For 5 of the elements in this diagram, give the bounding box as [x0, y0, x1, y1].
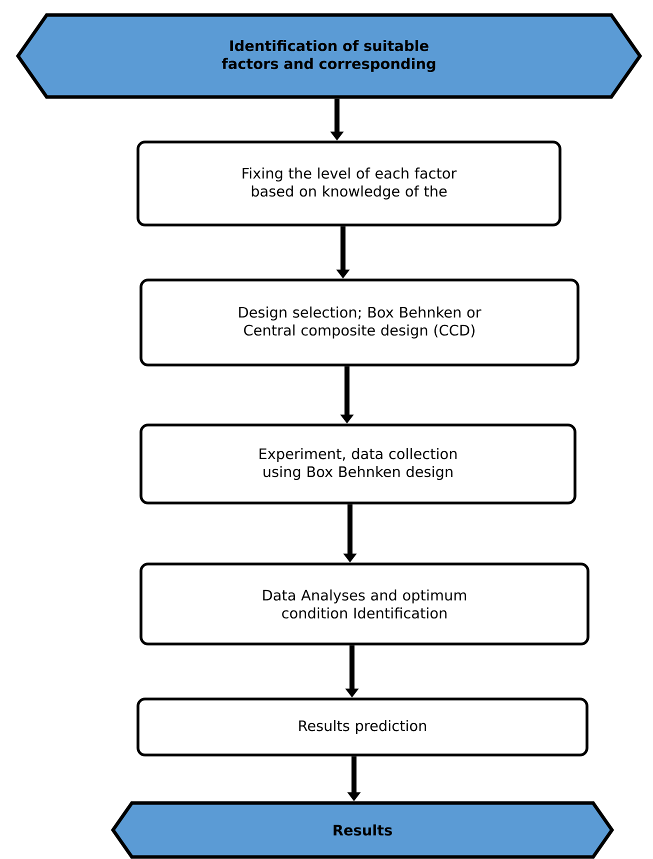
process-box: Data Analyses and optimum condition Identification — [140, 562, 590, 646]
process-box: Design selection; Box Behnken or Central composite design (CCD) — [140, 278, 580, 366]
process-box: Experiment, data collection using Box Behnken design — [140, 424, 576, 504]
process-box: Results prediction — [136, 698, 588, 756]
process-box: Fixing the level of each factor based on knowledge of the — [136, 140, 562, 226]
